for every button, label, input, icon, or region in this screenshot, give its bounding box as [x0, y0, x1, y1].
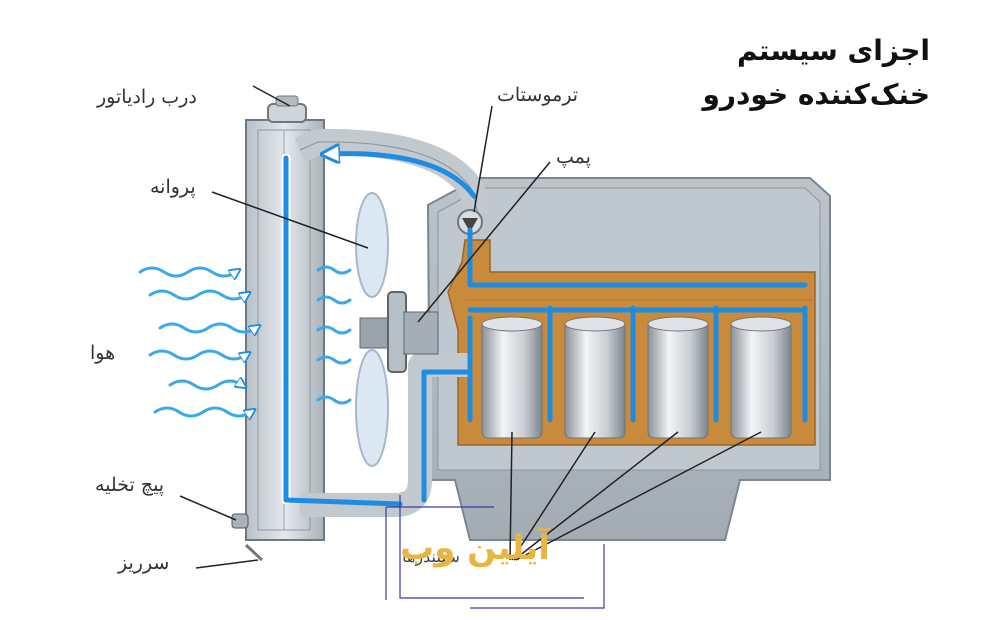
label-radiator-cap: درب رادیاتور: [97, 86, 197, 108]
diagram-title-line-1: اجزای سیستم: [736, 34, 930, 67]
label-drain-plug: پیچ تخلیه: [95, 474, 165, 496]
diagram-title-line-2: خنک‌کننده خودرو: [702, 78, 931, 111]
label-pump: پمپ: [556, 146, 591, 168]
watermark-logo-text: آیلین وب: [400, 528, 550, 568]
watermark-frame: [385, 495, 605, 609]
fan: [355, 192, 401, 467]
coolant-flow: [281, 154, 808, 507]
drain-plug: [231, 513, 249, 529]
cylinder-2: [564, 316, 626, 439]
label-thermostat: ترموستات: [497, 84, 579, 106]
radiator-cap: [267, 95, 307, 123]
leader-lines: [179, 85, 762, 569]
cylinders: [481, 316, 792, 439]
cylinder-4: [730, 316, 792, 439]
label-air: هوا: [90, 342, 116, 364]
cylinder-1: [481, 316, 543, 439]
label-cylinders: سیلندرها: [402, 547, 460, 566]
upper-hose: [294, 128, 491, 218]
label-fan: پروانه: [150, 176, 196, 198]
cylinder-3: [647, 316, 709, 439]
label-overflow: سرریز: [118, 552, 170, 574]
air-flow: [138, 265, 352, 416]
